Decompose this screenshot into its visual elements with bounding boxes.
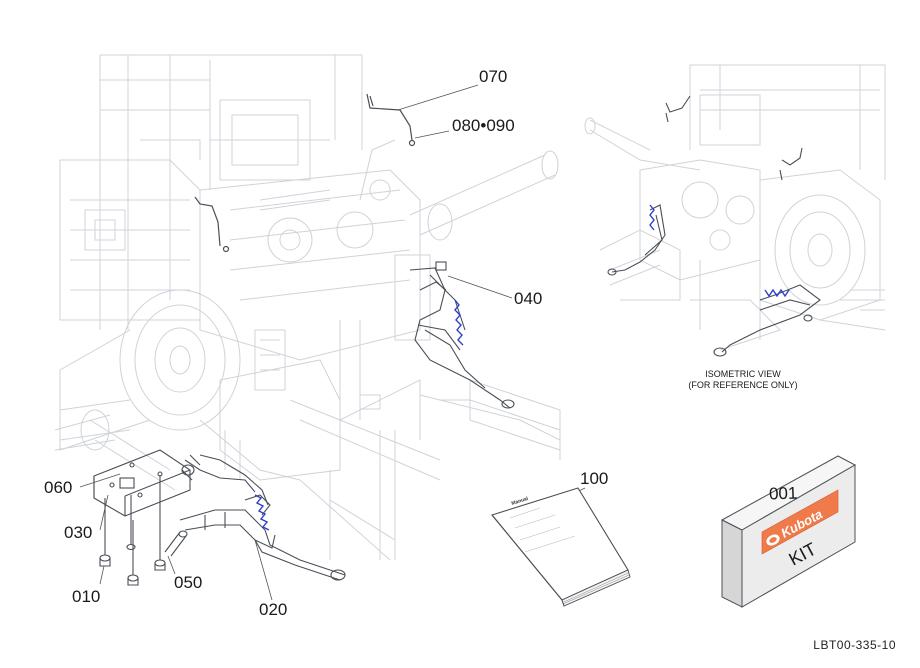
part-020-spring bbox=[254, 494, 270, 531]
callout-010: 010 bbox=[72, 587, 101, 606]
callout-100: 100 bbox=[580, 469, 609, 488]
callout-060: 060 bbox=[44, 478, 73, 497]
isometric-view-subtitle: (FOR REFERENCE ONLY) bbox=[688, 380, 798, 390]
manual-book: Manual bbox=[491, 487, 631, 607]
manual-cover-title: Manual bbox=[511, 496, 530, 507]
callout-080-090: 080•090 bbox=[452, 116, 515, 135]
document-number: LBT00-335-10 bbox=[813, 638, 896, 652]
part-010-bolts bbox=[99, 475, 166, 586]
ghost-tractor-iso bbox=[584, 64, 886, 351]
callout-030: 030 bbox=[64, 523, 93, 542]
callout-020: 020 bbox=[259, 600, 288, 619]
part-060-bracket bbox=[93, 449, 191, 517]
callout-040: 040 bbox=[514, 289, 543, 308]
ghost-tractor-main bbox=[54, 54, 561, 561]
leader-lines bbox=[79, 84, 801, 601]
isometric-view-title: ISOMETRIC VIEW bbox=[705, 369, 781, 379]
part-020-assembly bbox=[179, 454, 346, 581]
kit-box: Kubota KIT bbox=[720, 455, 857, 608]
iso-spring-right bbox=[764, 288, 790, 298]
part-070-rod bbox=[194, 93, 416, 253]
part-050-pin bbox=[164, 530, 188, 557]
part-040-spring bbox=[454, 299, 464, 346]
isometric-view-note: ISOMETRIC VIEW (FOR REFERENCE ONLY) bbox=[668, 369, 818, 391]
iso-parts bbox=[607, 95, 821, 357]
callout-001: 001 bbox=[768, 483, 798, 504]
callout-050: 050 bbox=[174, 573, 203, 592]
iso-spring-left bbox=[649, 204, 655, 231]
callout-070: 070 bbox=[479, 67, 508, 86]
